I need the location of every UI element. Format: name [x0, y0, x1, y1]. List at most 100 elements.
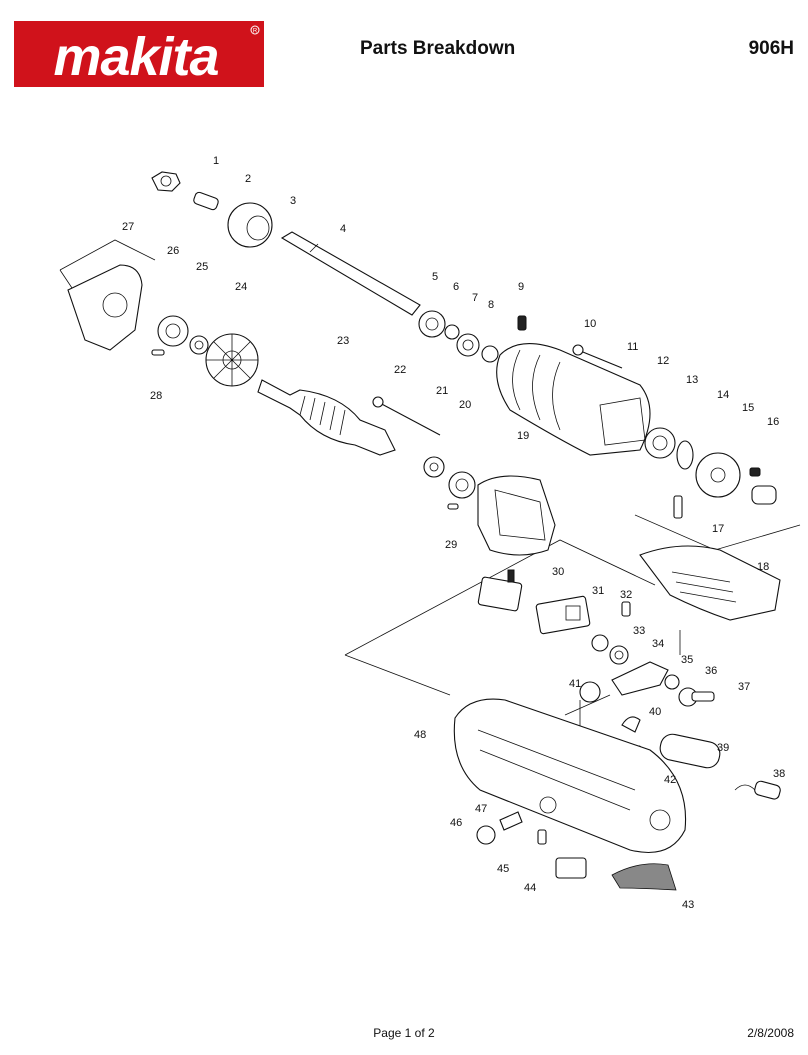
part-25-washer	[189, 335, 209, 355]
part-32-screw	[621, 601, 631, 617]
callout-28: 28	[150, 390, 162, 402]
callout-30: 30	[552, 566, 564, 578]
callout-17: 17	[712, 523, 724, 535]
part-35-bracket	[611, 661, 669, 696]
callout-6: 6	[453, 281, 459, 293]
callout-29: 29	[445, 539, 457, 551]
callout-15: 15	[742, 402, 754, 414]
callout-1: 1	[213, 155, 219, 167]
callout-39: 39	[717, 742, 729, 754]
print-date: 2/8/2008	[747, 1026, 794, 1040]
part-2-collet	[193, 191, 219, 211]
callout-41: 41	[569, 678, 581, 690]
makita-logo: makita R	[14, 21, 264, 87]
part-36-washer	[664, 674, 680, 690]
parts-diagram: 1 2 3 4 5 6 7 8 9 10 11 12 13 14 15 16 1…	[59, 155, 801, 911]
svg-text:R: R	[253, 29, 258, 35]
part-5-bearing	[418, 310, 446, 338]
part-24-fan	[205, 333, 259, 387]
callout-37: 37	[738, 681, 750, 693]
part-46-cap	[476, 825, 496, 845]
part-20-bearing	[448, 471, 476, 499]
callout-14: 14	[717, 389, 729, 401]
callout-36: 36	[705, 665, 717, 677]
part-7-washer	[456, 333, 480, 357]
callout-27: 27	[122, 221, 134, 233]
callout-5: 5	[432, 271, 438, 283]
part-22-screw	[377, 401, 441, 436]
callout-12: 12	[657, 355, 669, 367]
callout-9: 9	[518, 281, 524, 293]
callout-8: 8	[488, 299, 494, 311]
callout-44: 44	[524, 882, 536, 894]
callout-47: 47	[475, 803, 487, 815]
callout-21: 21	[436, 385, 448, 397]
callout-25: 25	[196, 261, 208, 273]
callout-31: 31	[592, 585, 604, 597]
part-3-collet-nut	[227, 202, 273, 248]
part-23-armature	[257, 379, 396, 456]
callout-33: 33	[633, 625, 645, 637]
page-number: Page 1 of 2	[373, 1026, 435, 1040]
part-16-cap	[751, 485, 777, 505]
part-9-screw	[517, 315, 527, 331]
brand-wordmark: makita	[53, 27, 218, 87]
part-30-switch	[477, 576, 523, 612]
part-31-block	[535, 595, 591, 635]
callout-labels: 1 2 3 4 5 6 7 8 9 10 11 12 13 14 15 16 1…	[122, 155, 785, 911]
callout-35: 35	[681, 654, 693, 666]
part-19-field	[477, 475, 556, 556]
callout-7: 7	[472, 292, 478, 304]
callout-24: 24	[235, 281, 247, 293]
callout-26: 26	[167, 245, 179, 257]
callout-2: 2	[245, 173, 251, 185]
part-12-bearing	[644, 427, 676, 459]
part-40-clip	[621, 716, 641, 733]
callout-34: 34	[652, 638, 664, 650]
part-11-housing	[496, 343, 651, 456]
part-29-pin	[447, 503, 459, 510]
part-43-label	[611, 863, 677, 891]
callout-40: 40	[649, 706, 661, 718]
part-15-screw	[749, 467, 761, 477]
part-18-cover	[639, 545, 781, 621]
callout-16: 16	[767, 416, 779, 428]
makita-wordmark: makita R	[53, 25, 260, 87]
part-27-bracket	[67, 264, 143, 351]
callout-19: 19	[517, 430, 529, 442]
part-1-nut	[151, 171, 181, 192]
callout-23: 23	[337, 335, 349, 347]
part-47-spring	[499, 811, 523, 831]
callout-38: 38	[773, 768, 785, 780]
part-26-bearing	[157, 315, 189, 347]
part-41-washer	[579, 681, 601, 703]
callout-42: 42	[664, 774, 676, 786]
part-44-cap	[555, 857, 587, 879]
callout-45: 45	[497, 863, 509, 875]
part-13-spring	[676, 440, 694, 470]
part-6-ring	[444, 324, 460, 340]
part-21-washer	[423, 456, 445, 478]
part-28-pin	[151, 349, 165, 356]
part-17-screw	[673, 495, 683, 519]
callout-18: 18	[757, 561, 769, 573]
callout-43: 43	[682, 899, 694, 911]
callout-32: 32	[620, 589, 632, 601]
part-10-screw	[577, 349, 623, 369]
callout-4: 4	[340, 223, 346, 235]
part-34-lock-washer	[609, 645, 629, 665]
callout-13: 13	[686, 374, 698, 386]
callout-11: 11	[627, 341, 638, 353]
part-14-plate	[695, 452, 741, 498]
part-4-spindle	[280, 231, 421, 316]
page-title: Parts Breakdown	[360, 38, 516, 59]
callout-20: 20	[459, 399, 471, 411]
part-33-washer	[591, 634, 609, 652]
callout-46: 46	[450, 817, 462, 829]
part-48-motor-housing	[453, 698, 687, 854]
part-8-ring	[481, 345, 499, 363]
part-38-cord	[734, 784, 756, 791]
callout-3: 3	[290, 195, 296, 207]
model-number: 906H	[748, 38, 794, 59]
part-39-grip	[659, 733, 721, 769]
